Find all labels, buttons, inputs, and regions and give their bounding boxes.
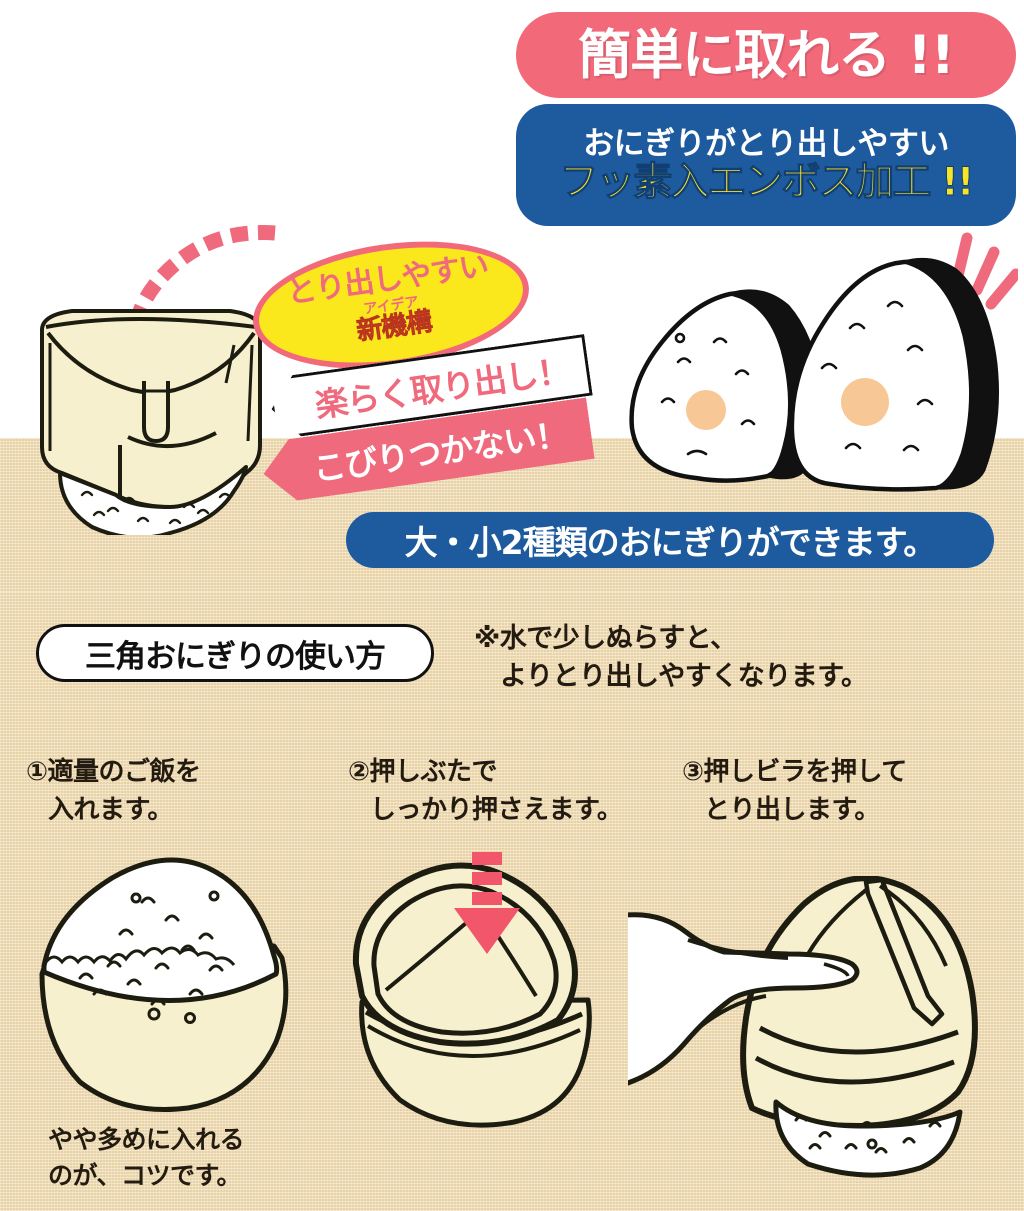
onigiri-pair-illustration <box>629 232 1018 492</box>
step-3-illustration <box>628 876 978 1178</box>
onigiri-mold-shape <box>40 309 262 510</box>
onigiri-large <box>789 257 999 492</box>
water-note-line1: ※水で少しぬらすと、 <box>474 623 737 654</box>
hand-icon <box>628 912 860 1086</box>
step-2-illustration <box>352 852 592 1128</box>
step-1-caption-line1: やや多めに入れる <box>48 1125 245 1154</box>
step-1-label: ①適量のご飯を 入れます。 <box>26 754 346 829</box>
water-note-line2: よりとり出しやすくなります。 <box>500 661 868 693</box>
onigiri-small <box>629 289 823 483</box>
step-3-label: ③押しビラを押して とり出します。 <box>682 754 1002 829</box>
step-2-line1: ②押しぶたで <box>348 757 498 787</box>
feature-subline: おにぎりがとり出しやすい <box>583 126 949 163</box>
two-sizes-text: 大・小2種類のおにぎりができます。 <box>404 523 937 562</box>
mold-being-released <box>740 876 978 1178</box>
feature-mainline: フッ素入エンボス加工 !! <box>559 159 975 205</box>
mold-filled-with-rice <box>39 857 289 1113</box>
step-1-caption-line2: のが、コツです。 <box>48 1160 242 1190</box>
step-2-line2: しっかり押さえます。 <box>370 794 623 825</box>
headline-banner-pink: 簡単に取れる !! <box>516 12 1016 98</box>
feature-banner-blue: おにぎりがとり出しやすい フッ素入エンボス加工 !! <box>516 104 1016 226</box>
two-sizes-pill: 大・小2種類のおにぎりができます。 <box>346 512 994 568</box>
usage-section-heading: 三角おにぎりの使い方 <box>36 624 434 682</box>
mold-with-press-lid <box>352 862 592 1128</box>
water-note: ※水で少しぬらすと、 よりとり出しやすくなります。 <box>474 620 954 697</box>
step-2-label: ②押しぶたで しっかり押さえます。 <box>348 754 668 829</box>
step-1-line1: ①適量のご飯を <box>26 757 201 787</box>
step-1-line2: 入れます。 <box>48 794 173 825</box>
step-3-line2: とり出します。 <box>704 794 880 825</box>
usage-heading-text: 三角おにぎりの使い方 <box>85 638 386 675</box>
press-down-arrow-icon <box>454 852 520 954</box>
step-1-caption: やや多めに入れる のが、コツです。 <box>48 1122 348 1193</box>
step-3-line1: ③押しビラを押して <box>682 757 907 787</box>
step-1-illustration <box>39 857 289 1113</box>
emerging-rice-shape <box>58 465 248 535</box>
mold-release-illustration <box>40 225 276 535</box>
headline-text: 簡単に取れる !! <box>578 24 955 86</box>
